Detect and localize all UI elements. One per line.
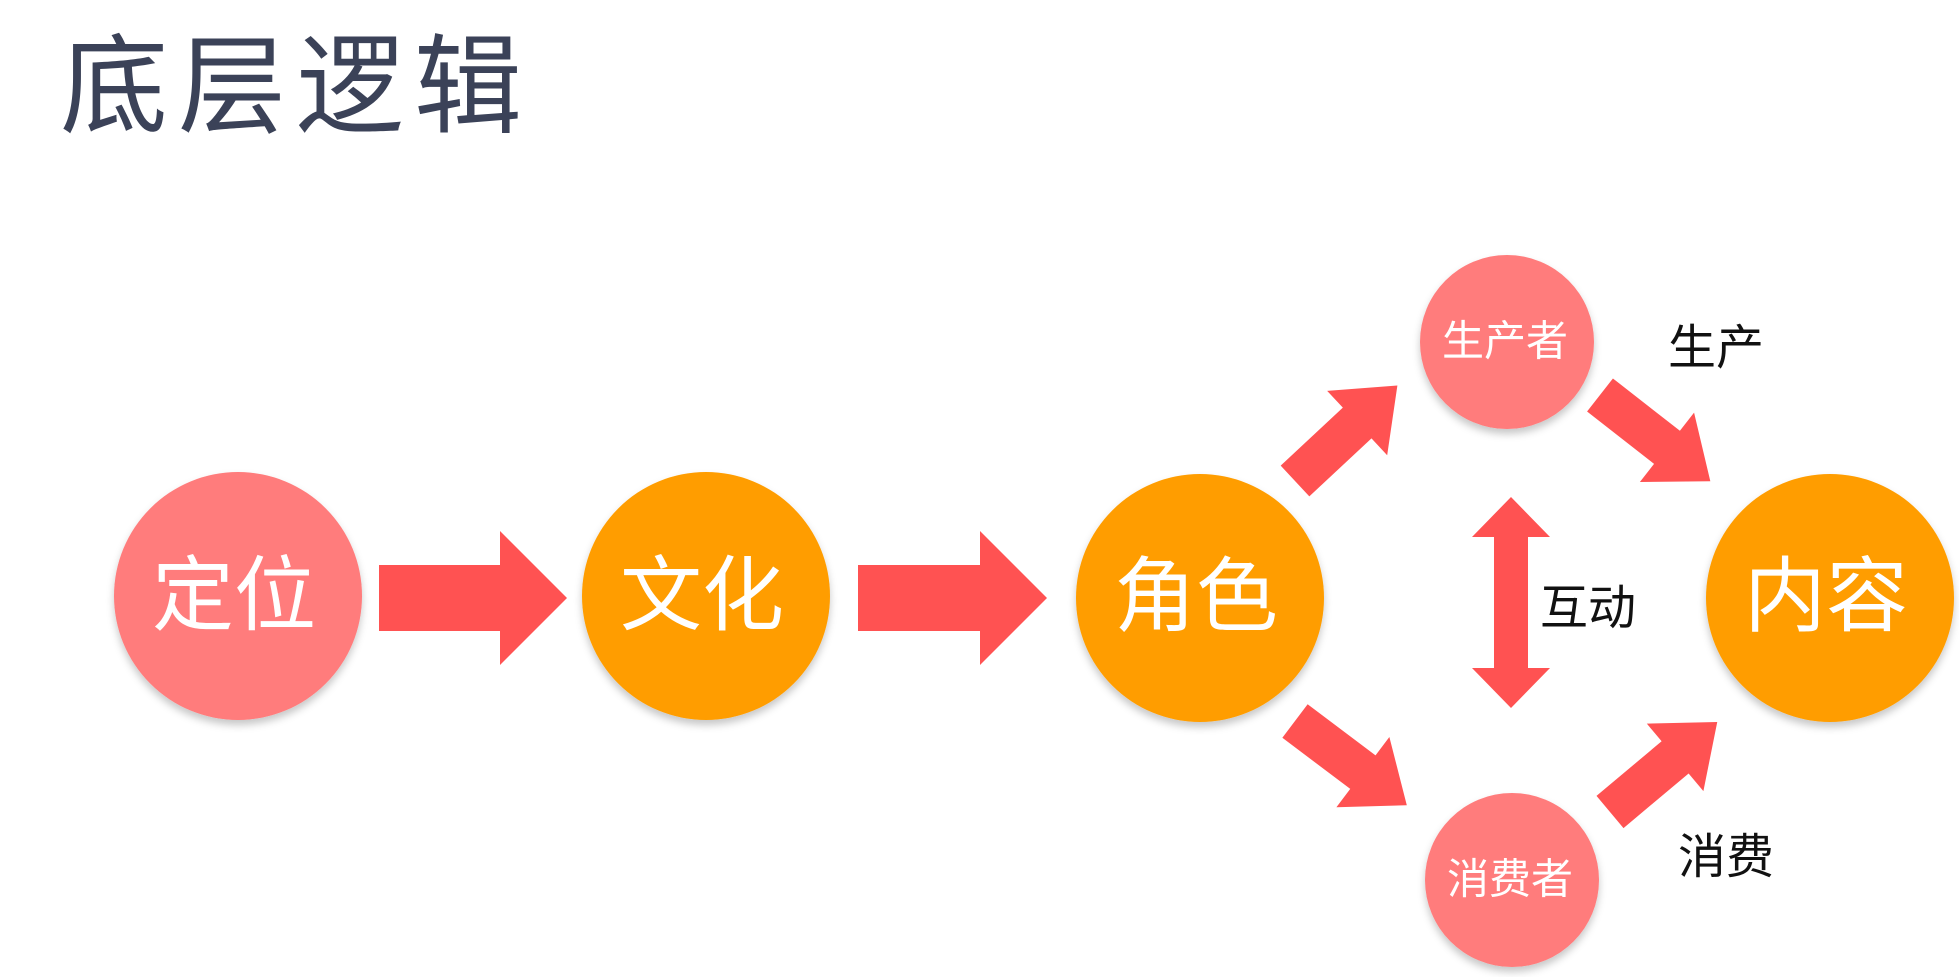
arrow-role-to-producer	[1280, 385, 1398, 497]
node-content	[1706, 474, 1954, 722]
page-title: 底层逻辑	[60, 25, 533, 150]
arrow-culture-to-role	[858, 531, 1047, 665]
node-content-label: 内容	[1744, 549, 1908, 644]
edge-label-interact: 互动	[1540, 580, 1636, 636]
node-role	[1076, 474, 1324, 722]
node-culture	[582, 472, 830, 720]
node-producer-label: 生产者	[1442, 317, 1568, 366]
node-consumer	[1425, 793, 1599, 967]
node-positioning	[114, 472, 362, 720]
node-positioning-label: 定位	[152, 548, 316, 643]
node-culture-label: 文化	[620, 548, 784, 643]
node-role-label: 角色	[1114, 549, 1278, 644]
node-consumer-label: 消费者	[1447, 855, 1573, 904]
edge-label-produce: 生产	[1668, 320, 1764, 376]
arrow-producer-to-content	[1587, 378, 1711, 483]
arrow-positioning-to-culture	[379, 531, 567, 665]
node-producer	[1420, 255, 1594, 429]
edge-label-consume: 消费	[1678, 829, 1774, 885]
arrow-consumer-to-content	[1596, 722, 1718, 829]
arrow-role-to-consumer	[1282, 704, 1407, 808]
arrow-producer-consumer-interaction	[1472, 497, 1550, 708]
